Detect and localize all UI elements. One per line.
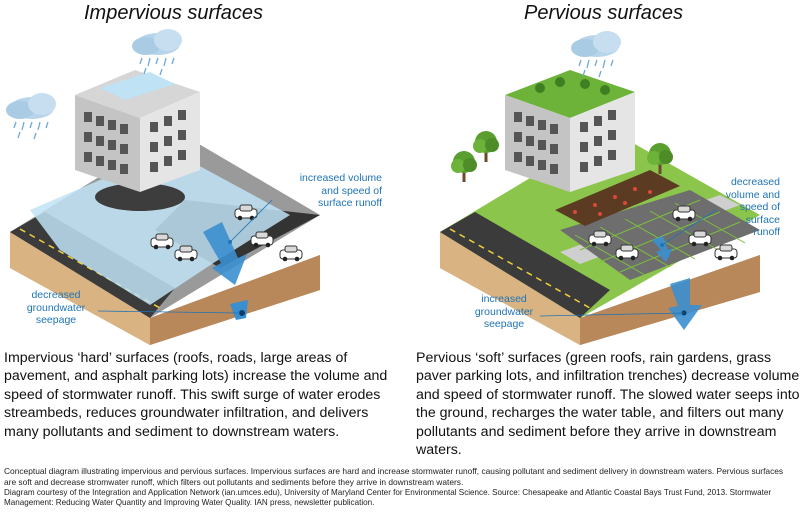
building-icon [505, 70, 635, 192]
car-icon [715, 245, 737, 260]
car-icon [280, 246, 302, 261]
runoff-callout-right: decreased volume and speed of surface ru… [706, 176, 780, 239]
pervious-title: Pervious surfaces [524, 2, 683, 25]
rain-cloud-icon [132, 29, 182, 75]
caption-main: Conceptual diagram illustrating impervio… [4, 466, 796, 488]
seepage-callout-left: decreased groundwater seepage [14, 289, 98, 327]
figure-caption: Conceptual diagram illustrating impervio… [4, 466, 796, 508]
diagram-illustration [0, 0, 800, 345]
impervious-title: Impervious surfaces [84, 2, 263, 25]
pervious-description: Pervious ‘soft’ surfaces (green roofs, r… [416, 349, 800, 459]
rain-cloud-icon [6, 93, 56, 139]
runoff-callout-left: increased volume and speed of surface ru… [272, 172, 382, 210]
tree-icon [473, 131, 499, 162]
caption-credit: Diagram courtesy of the Integration and … [4, 488, 796, 508]
rain-cloud-icon [571, 31, 621, 77]
building-icon [75, 70, 200, 192]
tree-icon [451, 151, 477, 182]
impervious-description: Impervious ‘hard’ surfaces (roofs, roads… [4, 349, 394, 441]
seepage-callout-right: increased groundwater seepage [462, 293, 546, 331]
